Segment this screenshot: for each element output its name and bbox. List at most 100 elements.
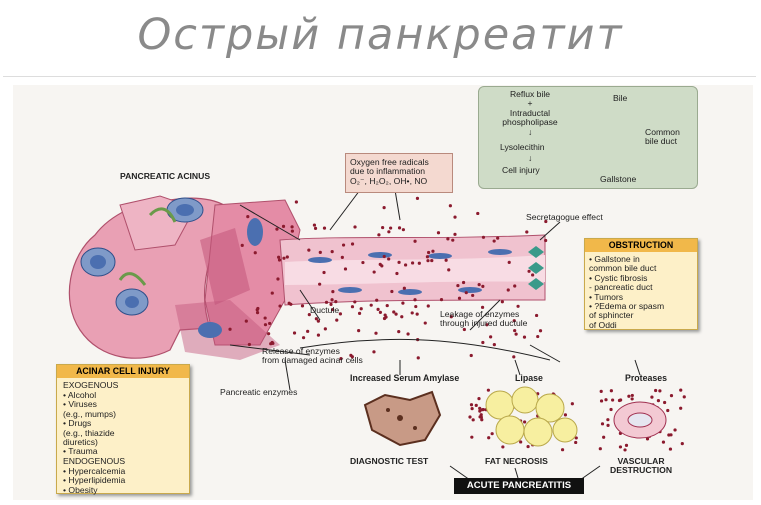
- enzyme-dot: [387, 230, 391, 234]
- enzyme-dot: [544, 238, 548, 243]
- enzyme-dot: [404, 263, 408, 267]
- enzyme-dot: [395, 271, 399, 276]
- enzyme-dot: [658, 389, 662, 393]
- enzyme-dot: [492, 342, 496, 347]
- enzyme-dot: [679, 388, 683, 392]
- enzyme-dot: [477, 397, 481, 401]
- enzyme-dot: [375, 298, 379, 302]
- enzyme-dot: [599, 399, 604, 403]
- vascular-destruction-graphic: [613, 401, 667, 439]
- enzyme-dot: [457, 296, 462, 300]
- arrows: [229, 189, 641, 481]
- enzyme-dot: [282, 256, 286, 260]
- enzyme-dot: [318, 250, 322, 254]
- release-label: Release of enzymes from damaged acinar c…: [262, 346, 363, 366]
- enzyme-dot: [228, 327, 232, 331]
- enzyme-dot: [544, 219, 548, 224]
- enzyme-dot: [423, 321, 427, 325]
- enzyme-dot: [334, 300, 338, 304]
- enzyme-dot: [389, 226, 393, 230]
- enzyme-dot: [623, 448, 627, 452]
- enzyme-dot: [679, 406, 683, 410]
- enzyme-dot: [512, 355, 516, 359]
- pancreatic-enzymes-label: Pancreatic enzymes: [220, 387, 298, 397]
- serum-amylase-graphic: [363, 390, 442, 447]
- gallstone-label: Gallstone: [600, 174, 637, 184]
- enzyme-dot: [322, 270, 326, 275]
- enzyme-dot: [447, 268, 451, 272]
- endogenous-items: • Hypercalcemia • Hyperlipidemia • Obesi…: [63, 466, 126, 495]
- enzyme-dot: [312, 223, 317, 227]
- enzyme-dot: [372, 270, 376, 274]
- enzyme-dot: [673, 428, 677, 432]
- enzyme-dot: [522, 335, 527, 339]
- enzyme-dot: [353, 225, 357, 229]
- reflux-arrow-2: ↓: [528, 153, 533, 163]
- reflux-bile-box: [478, 86, 698, 189]
- enzyme-dot: [470, 435, 474, 439]
- enzyme-dot: [392, 310, 396, 314]
- enzyme-dot: [536, 334, 540, 339]
- enzyme-dot: [350, 242, 355, 246]
- enzyme-dot: [486, 388, 490, 392]
- enzyme-dot: [318, 282, 322, 286]
- enzyme-dot: [401, 301, 405, 305]
- obstruction-items: • Gallstone in common bile duct • Cystic…: [589, 254, 665, 330]
- diagnostic-test-label: DIAGNOSTIC TEST: [350, 456, 429, 466]
- enzyme-dot: [343, 267, 348, 271]
- enzyme-dot: [630, 397, 634, 401]
- enzyme-dot: [645, 437, 650, 441]
- enzyme-dot: [382, 254, 386, 259]
- enzyme-dot: [669, 394, 674, 398]
- enzyme-dot: [627, 394, 631, 398]
- enzyme-dot: [618, 445, 623, 449]
- enzyme-dot: [507, 260, 511, 265]
- enzyme-dot: [390, 289, 394, 294]
- enzyme-dot: [289, 302, 293, 306]
- enzyme-dot: [413, 239, 417, 243]
- enzyme-dot: [481, 235, 486, 239]
- enzyme-dot: [461, 280, 466, 285]
- enzyme-dot: [378, 310, 383, 314]
- enzyme-dot: [277, 258, 282, 262]
- enzyme-dot: [469, 403, 474, 407]
- enzyme-dot: [654, 388, 658, 393]
- enzyme-dot: [378, 262, 382, 267]
- enzyme-dot: [381, 225, 385, 230]
- enzyme-dot: [340, 255, 344, 259]
- enzyme-dot: [247, 342, 251, 347]
- enzyme-dot: [331, 307, 335, 312]
- enzyme-dot: [263, 316, 267, 320]
- vascular-destruction-label: VASCULAR DESTRUCTION: [610, 456, 673, 476]
- enzyme-dot: [489, 335, 493, 339]
- enzyme-dot: [330, 298, 334, 302]
- enzyme-dot: [335, 318, 339, 322]
- enzyme-dot: [669, 433, 673, 437]
- enzyme-dot: [314, 317, 318, 321]
- enzyme-dot: [439, 298, 444, 302]
- enzyme-dot: [377, 233, 381, 237]
- enzyme-dot: [330, 250, 334, 254]
- enzyme-dot: [341, 243, 346, 247]
- enzyme-dot: [600, 422, 605, 426]
- enzyme-dot: [353, 300, 357, 304]
- endogenous-heading: ENDOGENOUS: [63, 456, 126, 466]
- enzyme-dot: [480, 418, 484, 422]
- enzyme-dot: [490, 432, 494, 436]
- enzyme-dot: [451, 238, 455, 242]
- enzyme-dot: [316, 319, 320, 323]
- pancreatic-acinus-graphic: [68, 195, 301, 360]
- proteases-label: Proteases: [625, 373, 668, 383]
- enzyme-dot: [570, 402, 574, 406]
- enzyme-dot: [256, 306, 260, 311]
- enzyme-dot: [339, 357, 343, 361]
- obstruction-box: OBSTRUCTION • Gallstone in common bile d…: [584, 238, 698, 330]
- enzyme-dot: [661, 440, 666, 444]
- enzyme-dot: [469, 353, 473, 358]
- enzyme-dot: [397, 330, 401, 334]
- enzyme-dot: [563, 413, 568, 417]
- serum-amylase-label: Increased Serum Amylase: [350, 373, 460, 383]
- enzyme-dot: [471, 418, 475, 422]
- fat-necrosis-label: FAT NECROSIS: [485, 456, 548, 466]
- enzyme-dot: [394, 312, 398, 316]
